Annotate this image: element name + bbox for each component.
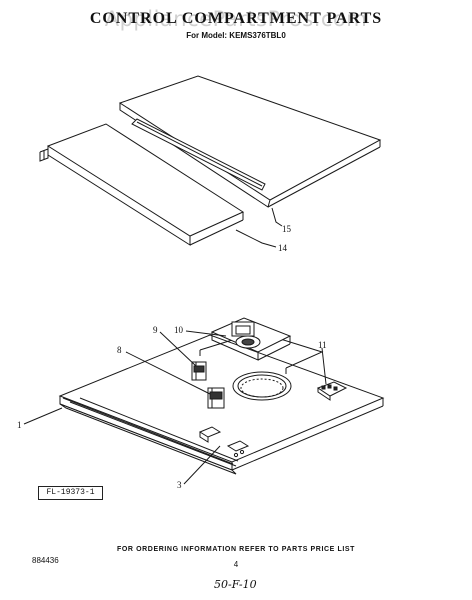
ordering-note: FOR ORDERING INFORMATION REFER TO PARTS … <box>116 546 356 553</box>
handwritten-note: 50-F-10 <box>214 578 257 591</box>
callout-1: 1 <box>17 420 22 430</box>
leader-11 <box>321 347 327 385</box>
document-code: 884436 <box>32 556 59 565</box>
page-number: 4 <box>233 560 239 569</box>
leader-10 <box>185 330 227 337</box>
leader-1 <box>23 407 63 425</box>
callout-10: 10 <box>174 325 183 335</box>
callout-15: 15 <box>282 224 291 234</box>
leader-3 <box>183 445 221 485</box>
leader-14 <box>235 229 277 248</box>
small-switch-bracket <box>198 426 250 458</box>
model-line: For Model: KEMS376TBL0 <box>186 31 286 40</box>
top-cover-panel <box>118 75 382 208</box>
control-switch-assembly <box>210 317 292 361</box>
leader-9 <box>159 331 197 367</box>
figure-label: FL-19373-1 <box>38 486 103 500</box>
leader-15 <box>271 207 283 227</box>
watermark: AppliancePartsPros.com <box>104 7 368 31</box>
callout-11: 11 <box>318 340 327 350</box>
front-trim-panel <box>39 123 245 246</box>
relay-lower <box>207 387 225 409</box>
ring-cutout <box>232 371 292 401</box>
callout-3: 3 <box>177 480 182 490</box>
relay-upper <box>191 361 207 381</box>
leader-8 <box>125 351 211 395</box>
callout-8: 8 <box>117 345 122 355</box>
terminal-block <box>316 381 348 401</box>
page-title: CONTROL COMPARTMENT PARTS <box>89 10 383 27</box>
callout-9: 9 <box>153 325 158 335</box>
callout-14: 14 <box>278 243 287 253</box>
